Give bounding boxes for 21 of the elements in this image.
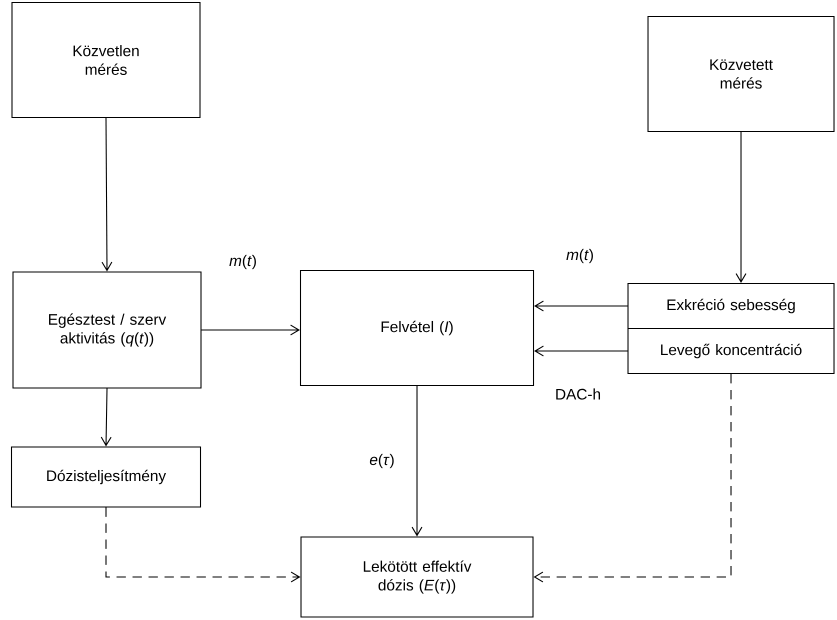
edge-label: m(t) [228, 254, 258, 270]
arrow [202, 324, 300, 336]
process-box: Lekötött effektív dózis (E(τ)) [300, 536, 534, 618]
process-box: Dózisteljesítmény [10, 446, 202, 508]
process-box: Levegő koncentráció [627, 328, 835, 374]
process-box: Egésztest / szerv aktivitás (q(t)) [12, 271, 202, 389]
edge-label: m(t) [564, 248, 596, 264]
arrow [534, 346, 628, 356]
process-box: Közvetett mérés [647, 16, 835, 132]
edge-label: e(τ) [368, 452, 396, 470]
process-box: Közvetlen mérés [11, 2, 201, 118]
arrow [736, 132, 746, 283]
arrow [100, 388, 112, 446]
arrow [412, 386, 422, 536]
arrow [534, 374, 732, 582]
process-box: Exkréció sebesség [627, 282, 835, 330]
arrow [534, 300, 628, 312]
process-box: Felvétel (I) [300, 270, 534, 386]
arrow [105, 508, 300, 582]
arrow [102, 118, 112, 272]
edge-label: DAC-h [554, 387, 602, 401]
